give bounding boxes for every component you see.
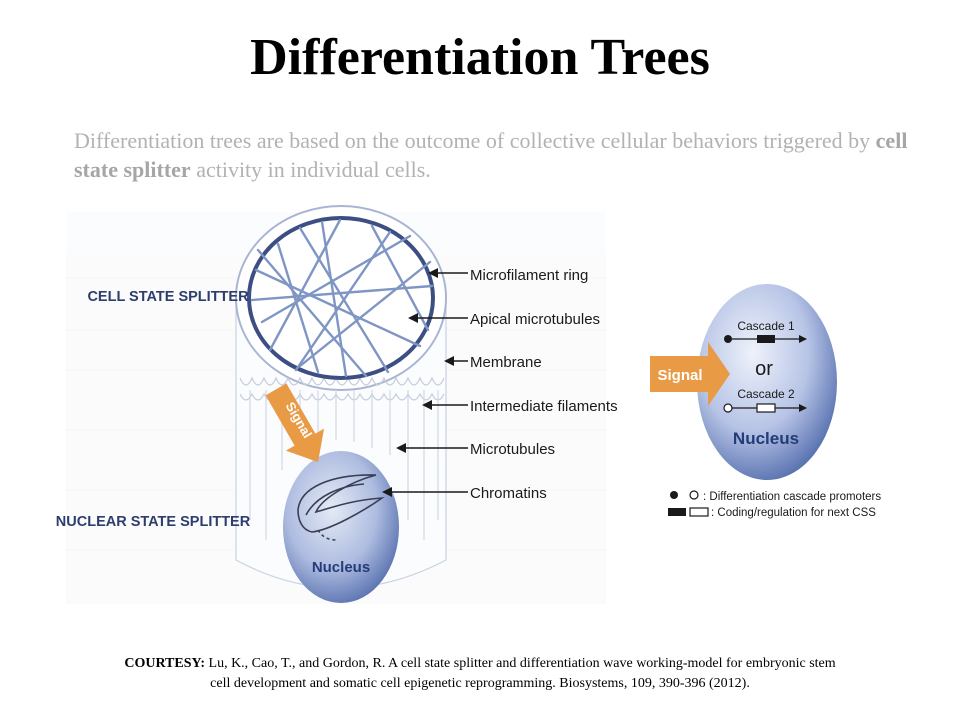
label-microtubules: Microtubules: [470, 441, 555, 458]
legend-promoters-text: : Differentiation cascade promoters: [703, 491, 881, 503]
cascade-2-promoter: [723, 403, 733, 413]
legend-filled-block: [668, 508, 686, 516]
nucleus-left: Nucleus: [283, 451, 399, 603]
callout-microfilament-ring: Microfilament ring: [428, 267, 588, 284]
courtesy-line-2: cell development and somatic cell epigen…: [210, 676, 750, 691]
legend-open-block: [689, 507, 709, 517]
label-microfilament-ring: Microfilament ring: [470, 267, 588, 284]
cascade-2-label: Cascade 2: [737, 387, 795, 401]
legend: : Differentiation cascade promoters : Co…: [668, 490, 881, 519]
microtubules-lines: [249, 390, 439, 540]
label-intermediate-filaments: Intermediate filaments: [470, 398, 618, 415]
legend-filled-circle: [670, 491, 678, 499]
microfilament-ring: [247, 216, 435, 380]
nucleus-right-label: Nucleus: [733, 429, 799, 448]
slide-title: Differentiation Trees: [250, 29, 710, 86]
nucleus-right: [697, 284, 837, 480]
chromatins: [297, 474, 385, 541]
callout-membrane: Membrane: [444, 354, 542, 371]
courtesy-label: COURTESY:: [124, 656, 206, 671]
cascade-1-promoter: [724, 335, 732, 343]
cascade-1-coding-block: [757, 335, 775, 343]
subtitle-text-2: activity in individual cells.: [190, 157, 431, 182]
courtesy-citation: COURTESY: Lu, K., Cao, T., and Gordon, R…: [60, 654, 900, 694]
callout-intermediate-filaments: Intermediate filaments: [422, 398, 618, 415]
legend-coding-text: : Coding/regulation for next CSS: [711, 507, 876, 519]
signal-arrow-right-label: Signal: [657, 367, 702, 384]
label-membrane: Membrane: [470, 354, 542, 371]
legend-open-circle: [689, 490, 699, 500]
cascade-2-coding-block: [756, 403, 776, 413]
cascade-diagram: Signal Cascade 1 or Cascade 2 Nucleus: [650, 284, 837, 480]
callout-microtubules: Microtubules: [396, 441, 555, 458]
label-apical-microtubules: Apical microtubules: [470, 311, 600, 328]
nuclear-state-splitter-label: NUCLEAR STATE SPLITTER: [56, 514, 251, 530]
subtitle-bold-term: cell state splitter: [74, 128, 908, 182]
slide-subtitle: Differentiation trees are based on the o…: [74, 126, 914, 184]
courtesy-line-1: Lu, K., Cao, T., and Gordon, R. A cell s…: [205, 656, 836, 671]
signal-arrow-right: Signal: [650, 342, 730, 406]
callout-apical-microtubules: Apical microtubules: [408, 311, 600, 328]
apical-microtubules: [250, 218, 434, 378]
cascade-1-label: Cascade 1: [737, 319, 795, 333]
callout-chromatins: Chromatins: [382, 485, 547, 502]
nucleus-left-label: Nucleus: [312, 559, 370, 576]
or-label: or: [755, 358, 773, 380]
subtitle-text-1: Differentiation trees are based on the o…: [74, 128, 876, 153]
cell-state-splitter-label: CELL STATE SPLITTER: [87, 289, 249, 305]
label-chromatins: Chromatins: [470, 485, 547, 502]
